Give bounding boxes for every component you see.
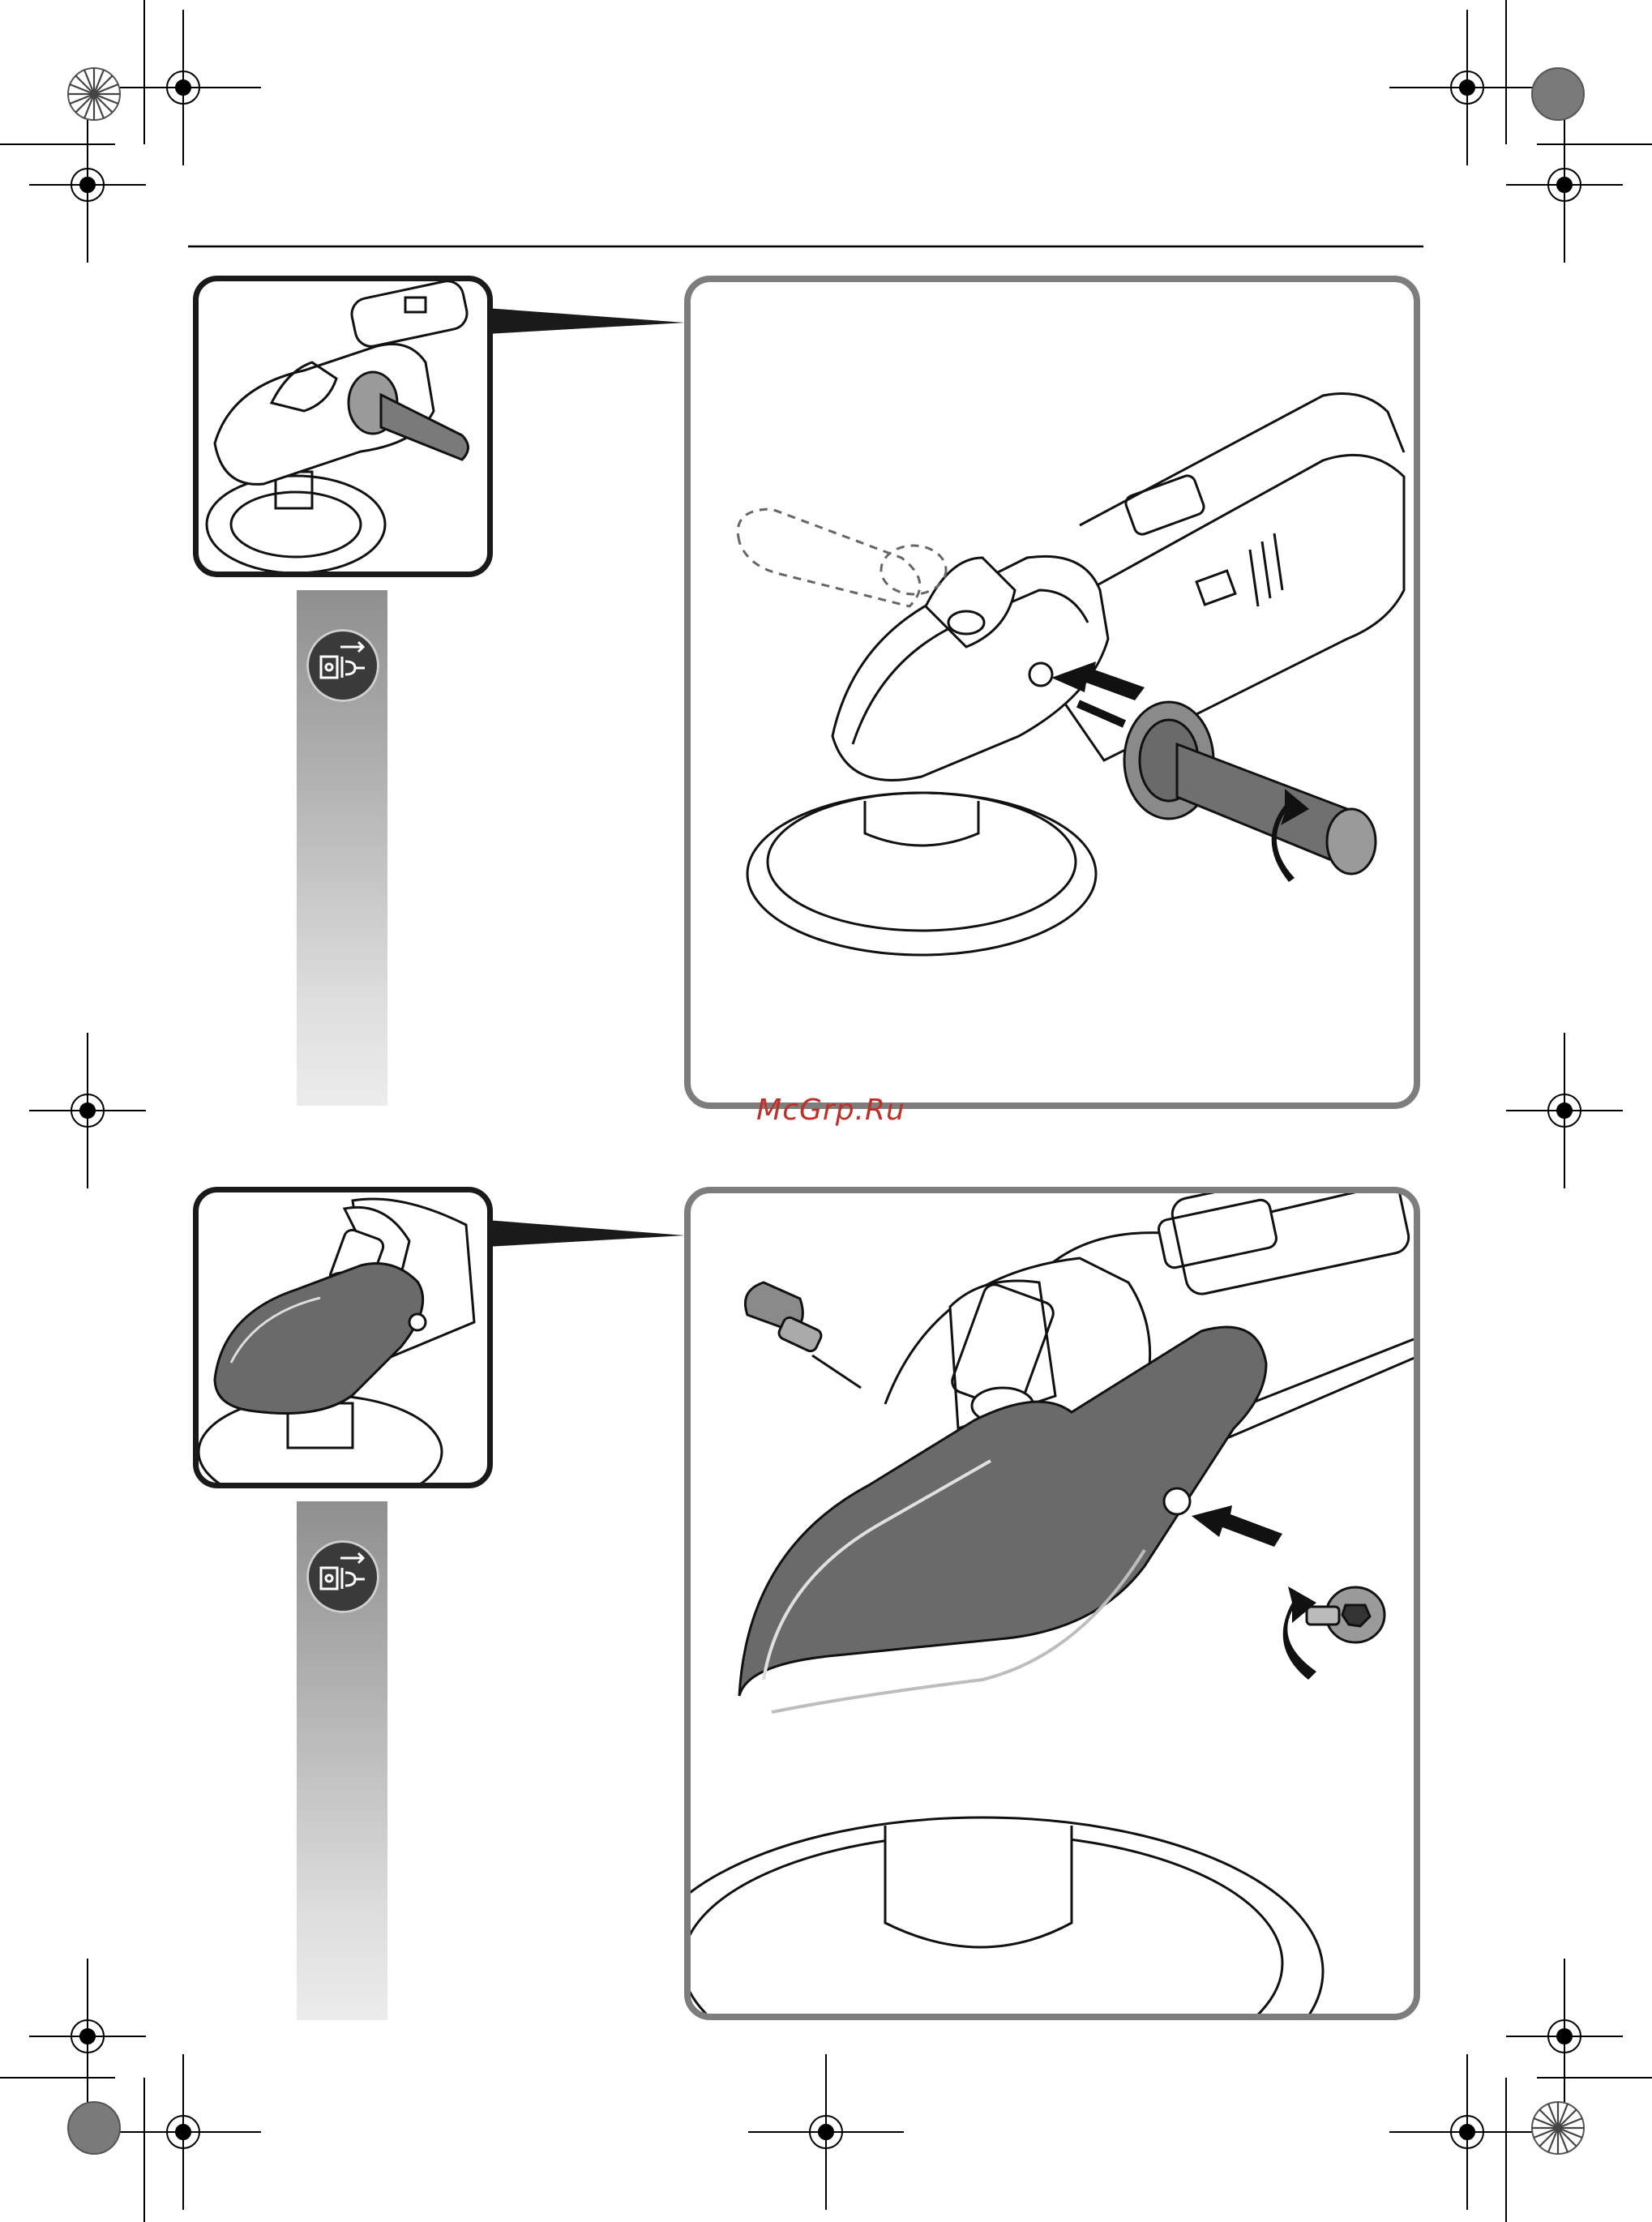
rotate-arrow-icon	[1283, 1586, 1316, 1680]
unplug-badge	[306, 1540, 379, 1613]
starburst-target	[68, 68, 120, 120]
thumbnail-step-1	[193, 276, 493, 577]
main-figure-step-1	[684, 276, 1420, 1109]
screw-gear-head-cover-drawing	[691, 1193, 1414, 2014]
insertion-arrow-icon	[1192, 1505, 1282, 1547]
grey-target	[1532, 68, 1584, 120]
watermark: McGrp.Ru	[750, 1090, 912, 1131]
screw-icon	[1307, 1587, 1385, 1642]
callout-pointer	[486, 1220, 685, 1247]
callout-pointer	[486, 308, 685, 334]
polisher-thumbnail	[199, 281, 487, 572]
grey-target	[68, 2102, 120, 2154]
attach-side-handle-drawing	[691, 282, 1414, 1102]
unplug-icon	[306, 629, 379, 702]
starburst-target	[1532, 2102, 1584, 2154]
screw-icon	[746, 1282, 862, 1388]
main-figure-step-2	[684, 1187, 1420, 2020]
unplug-badge	[306, 629, 379, 702]
gear-head-thumbnail	[199, 1192, 487, 1483]
unplug-icon	[306, 1540, 379, 1613]
thumbnail-step-2	[193, 1187, 493, 1488]
